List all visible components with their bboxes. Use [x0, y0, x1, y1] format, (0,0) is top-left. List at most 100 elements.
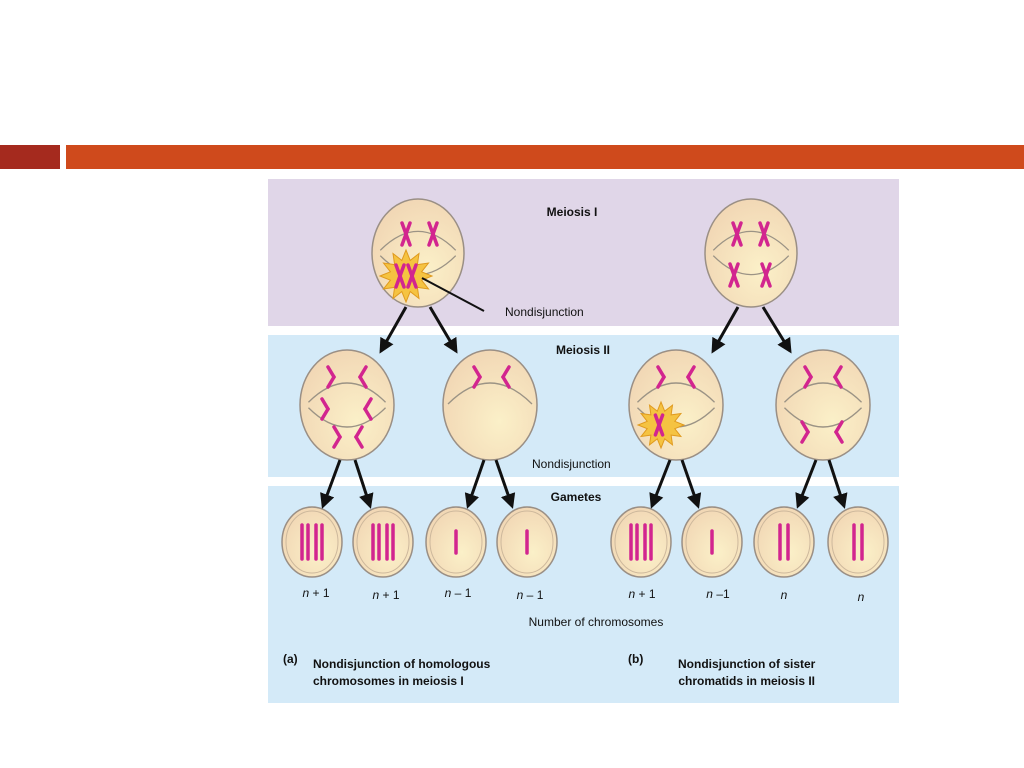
cell-membrane: [753, 506, 815, 578]
spindle-fiber: [712, 230, 790, 251]
cell-membrane: [704, 198, 798, 308]
chromosome: [656, 375, 666, 389]
chromosome: [800, 420, 810, 434]
cell-membrane: [352, 506, 414, 578]
gamete-1: [281, 506, 343, 578]
arrow: [680, 459, 702, 509]
nondisjunction-label-2: Nondisjunction: [532, 457, 611, 471]
caption-a-letter: (a): [283, 652, 298, 666]
arrow: [711, 306, 740, 354]
cell-inner-ring: [429, 510, 483, 574]
gamete-count-5: n + 1: [628, 587, 656, 601]
arrow: [464, 459, 486, 509]
chromosome: [394, 263, 406, 289]
spindle-fiber: [379, 230, 457, 251]
cell-inner-ring: [356, 510, 410, 574]
chromosome: [653, 413, 665, 437]
chromosome: [354, 425, 364, 439]
gamete-count-4: n – 1: [516, 588, 544, 602]
arrow: [320, 459, 342, 509]
gamete-count-8: n: [857, 590, 865, 604]
arrow: [649, 459, 672, 509]
spindle-fiber: [308, 382, 386, 403]
cell-membrane: [442, 349, 538, 461]
nondisjunction-burst: [636, 400, 686, 450]
caption-b-letter: (b): [628, 652, 644, 666]
cell-membrane: [775, 349, 871, 461]
gamete-3: [425, 506, 487, 578]
cell-membrane: [299, 349, 395, 461]
caption-a-title: Nondisjunction of homologous chromosomes…: [313, 657, 491, 688]
chromosome: [472, 365, 482, 379]
nondisjunction-burst: [378, 248, 434, 304]
cell-inner-ring: [614, 510, 668, 574]
spindle-fiber: [308, 407, 386, 428]
meiosis2-label: Meiosis II: [555, 343, 611, 357]
chromosome: [406, 263, 418, 289]
cell-membrane: [628, 349, 724, 461]
cell-membrane: [827, 506, 889, 578]
chromosome: [834, 430, 844, 444]
arrow: [761, 306, 792, 354]
number-of-chromosomes-label: Number of chromosomes: [528, 615, 664, 629]
header-accent-bar-dark: [0, 145, 60, 169]
chromosome: [400, 221, 412, 247]
chromosome: [834, 420, 844, 434]
chromosome: [354, 435, 364, 449]
cell-inner-ring: [831, 510, 885, 574]
gamete-6: [681, 506, 743, 578]
arrow: [795, 459, 818, 509]
chromosome: [363, 397, 373, 411]
gamete-count-6: n –1: [706, 587, 730, 601]
chromosome: [358, 365, 368, 379]
chromosome: [332, 425, 342, 439]
chromosome: [833, 365, 843, 379]
gamete-4: [496, 506, 558, 578]
gamete-8: [827, 506, 889, 578]
parent-cell-a: [371, 198, 465, 308]
chromosome: [320, 407, 330, 421]
meiosis2-cell-1: [299, 349, 395, 461]
chromosome: [760, 262, 772, 288]
cell-inner-ring: [757, 510, 811, 574]
meiosis1-band: [268, 179, 899, 326]
spindle-fiber: [784, 382, 862, 403]
chromosome: [686, 365, 696, 379]
chromosome: [731, 221, 743, 247]
gamete-count-2: n + 1: [372, 588, 400, 602]
gamete-count-7: n: [780, 588, 788, 602]
spindle-fiber: [784, 407, 862, 428]
chromosome: [472, 375, 482, 389]
chromosome: [833, 375, 843, 389]
chromosome: [326, 375, 336, 389]
meiosis2-cell-4: [775, 349, 871, 461]
chromosome: [501, 365, 511, 379]
gamete-count-3: n – 1: [444, 586, 472, 600]
chromosome: [326, 365, 336, 379]
chromosome: [803, 375, 813, 389]
meiosis1-label: Meiosis I: [546, 205, 598, 219]
gametes-label: Gametes: [550, 490, 602, 504]
nondisjunction-pointer-line: [421, 277, 485, 312]
gamete-7: [753, 506, 815, 578]
chromosome: [358, 375, 368, 389]
arrow: [353, 459, 374, 509]
cell-inner-ring: [685, 510, 739, 574]
chromosome: [320, 397, 330, 411]
spindle-fiber: [637, 382, 715, 403]
meiosis2-cell-2: [442, 349, 538, 461]
arrow: [494, 459, 516, 509]
chromosome: [803, 365, 813, 379]
arrow: [379, 306, 408, 354]
chromosome: [363, 407, 373, 421]
chromosome: [656, 365, 666, 379]
arrow: [827, 459, 848, 509]
chromosome: [728, 262, 740, 288]
nondisjunction-figure: Meiosis I Nondisjunction Meiosis II Nond…: [268, 179, 899, 703]
gamete-5: [610, 506, 672, 578]
chromosome: [427, 221, 439, 247]
chromosome: [501, 375, 511, 389]
gamete-count-1: n + 1: [302, 586, 330, 600]
chromosome: [686, 375, 696, 389]
cell-inner-ring: [285, 510, 339, 574]
